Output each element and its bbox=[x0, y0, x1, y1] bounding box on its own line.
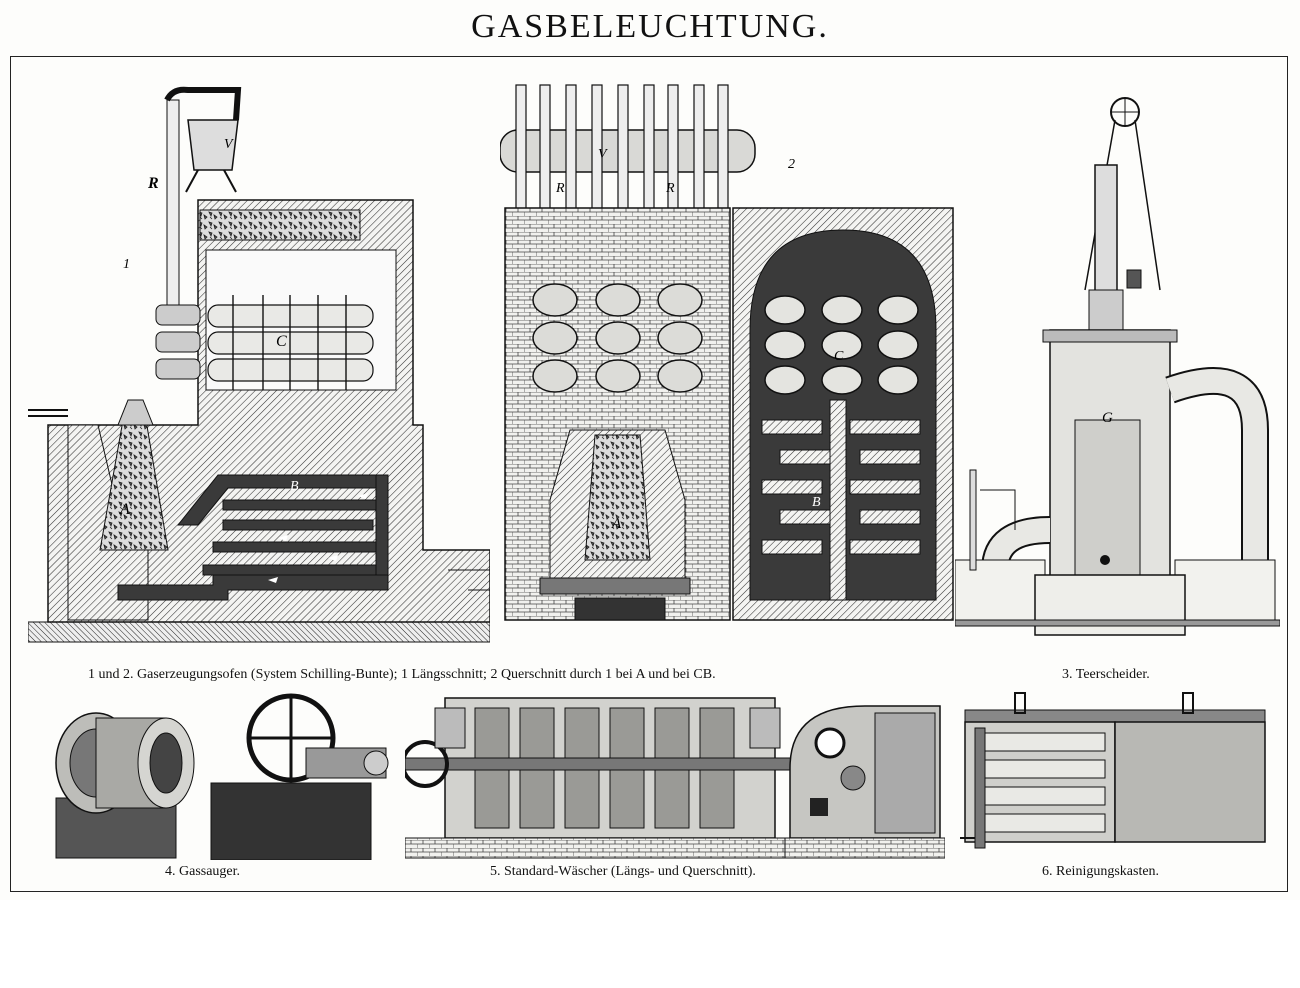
figure-4-gas-exhauster bbox=[55, 693, 389, 860]
label-B: B bbox=[290, 479, 299, 494]
label-R: R bbox=[147, 175, 159, 192]
label-B-2: B bbox=[812, 495, 821, 510]
label-C: C bbox=[276, 333, 287, 350]
label-R-2b: R bbox=[665, 181, 675, 196]
caption-figure-3: 3. Teerscheider. bbox=[1062, 667, 1150, 682]
plate-frame bbox=[10, 56, 1288, 892]
label-G: G bbox=[1102, 410, 1113, 426]
caption-figure-6: 6. Reinigungskasten. bbox=[1042, 864, 1160, 879]
caption-figure-4: 4. Gassauger. bbox=[165, 864, 241, 879]
figure-number-2: 2 bbox=[788, 157, 795, 172]
label-R-2a: R bbox=[555, 181, 565, 196]
caption-figure-5: 5. Standard-Wäscher (Längs- und Querschn… bbox=[490, 864, 756, 879]
label-C-2: C bbox=[834, 349, 844, 364]
label-A: A bbox=[119, 501, 130, 518]
figure-1-longitudinal-section: 1 R V C B A bbox=[28, 86, 490, 643]
figure-number-1: 1 bbox=[123, 257, 130, 272]
label-A-2: A bbox=[611, 516, 622, 532]
caption-figures-1-2: 1 und 2. Gaserzeugungsofen (System Schil… bbox=[88, 667, 716, 682]
label-V: V bbox=[224, 137, 234, 152]
label-V-2: V bbox=[598, 147, 608, 162]
figure-5-standard-washer bbox=[405, 697, 945, 859]
bottom-margin bbox=[0, 900, 1300, 988]
figure-6-purifier-box bbox=[960, 692, 1266, 849]
engraving-plate: GASBELEUCHTUNG. bbox=[10, 8, 1288, 892]
figure-3-tar-separator: G bbox=[955, 97, 1280, 636]
page-title: GASBELEUCHTUNG. bbox=[471, 8, 829, 45]
figure-2-cross-section: 2 V R R A C B bbox=[500, 84, 954, 621]
